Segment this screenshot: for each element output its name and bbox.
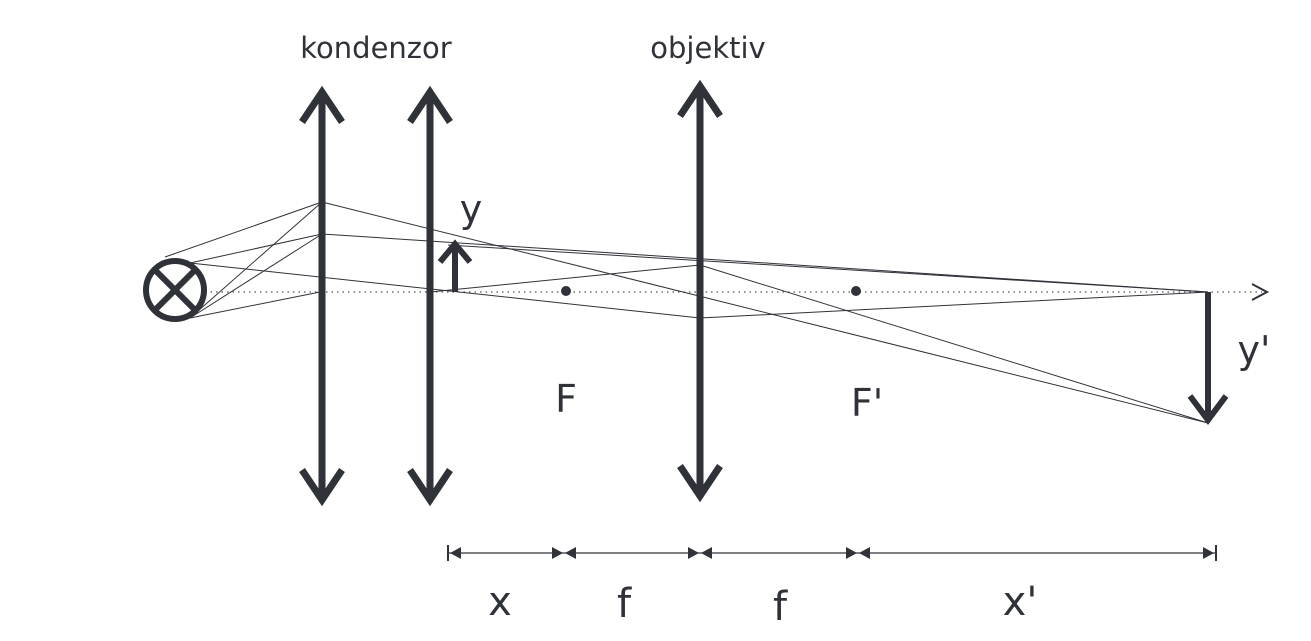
lamp-cross-icon [143, 258, 207, 322]
focus-front-label: F [555, 377, 577, 421]
optical-axis [205, 283, 1270, 301]
dimension-f2-label: f [773, 584, 788, 630]
axis-arrow-head [1251, 283, 1270, 301]
dimension-x-prime-label: x' [1003, 579, 1038, 625]
ray [447, 244, 1209, 293]
condenser-lens-1 [299, 85, 345, 507]
ray [699, 291, 1209, 319]
objective-label: objektiv [650, 31, 765, 65]
focal-point-front [561, 286, 571, 296]
image-label: y' [1238, 328, 1271, 372]
ray [321, 201, 1209, 424]
ray [321, 233, 1209, 293]
dimension-line [447, 545, 1217, 561]
object-arrow [437, 239, 473, 292]
ray [164, 201, 323, 258]
focus-back-label: F' [851, 381, 883, 425]
condenser-label: kondenzor [300, 31, 451, 65]
ray [189, 233, 323, 319]
ray [429, 264, 701, 293]
ray [189, 233, 323, 264]
condenser-lens-2 [407, 85, 453, 507]
ray [189, 291, 321, 319]
ray [189, 201, 323, 319]
ray [699, 264, 1209, 424]
focal-point-back [851, 286, 861, 296]
dimension-x-label: x [488, 579, 512, 625]
object-label: y [460, 187, 483, 231]
light-rays [164, 201, 1209, 424]
objective-lens [677, 79, 723, 503]
dimension-f1-label: f [617, 581, 632, 627]
image-arrow [1187, 292, 1229, 425]
